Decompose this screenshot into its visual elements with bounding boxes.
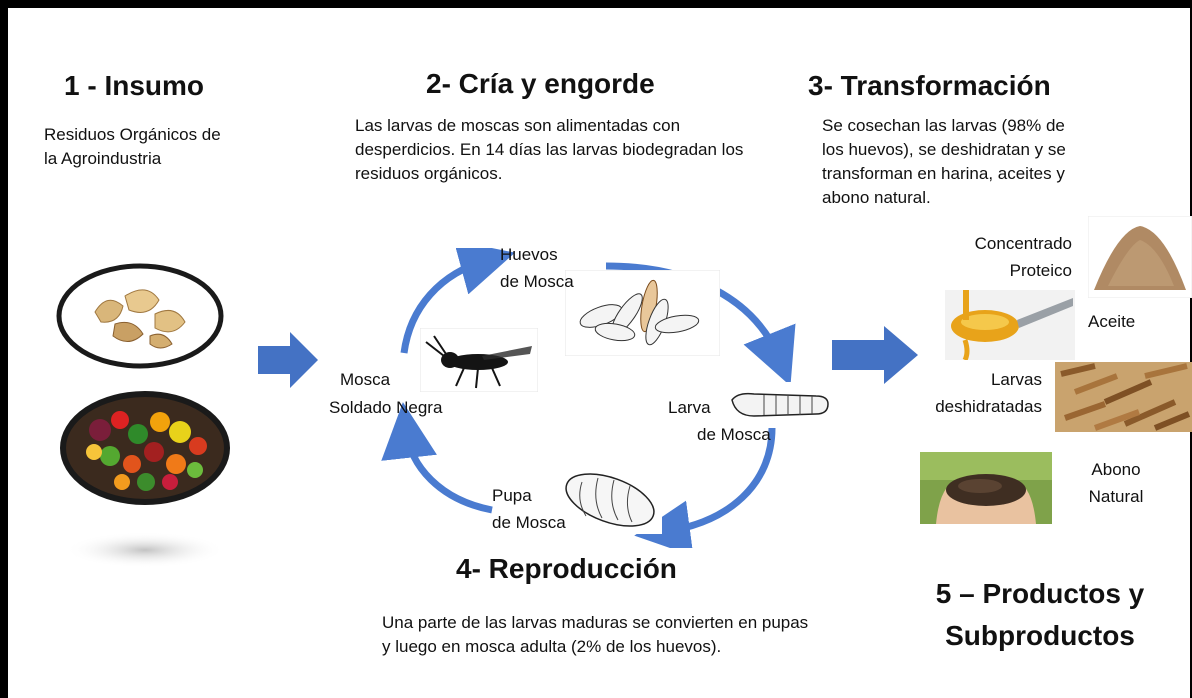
arrow-mosca-to-huevos bbox=[400, 248, 516, 354]
cria-title: 2- Cría y engorde bbox=[426, 68, 655, 99]
reproduccion-text: Una parte de las larvas maduras se convi… bbox=[382, 613, 809, 656]
vegetables-photo bbox=[60, 391, 230, 505]
productos-title-line1: 5 – Productos y bbox=[935, 578, 1145, 609]
concentrado-label-line2: Proteico bbox=[1009, 261, 1072, 280]
arrow-pupa-to-mosca bbox=[381, 402, 493, 514]
oil-spoon-image bbox=[945, 290, 1075, 360]
protein-powder-image bbox=[1088, 216, 1192, 298]
concentrado-label-line1: Concentrado bbox=[974, 234, 1072, 253]
cria-text: Las larvas de moscas son alimentadas con… bbox=[355, 116, 744, 183]
huevos-label-line2: de Mosca bbox=[500, 272, 574, 291]
dried-larvae-image bbox=[1055, 362, 1192, 432]
black-soldier-fly-image bbox=[420, 328, 538, 392]
transformacion-text: Se cosechan las larvas (98% de los huevo… bbox=[822, 116, 1066, 207]
life-cycle-arrows bbox=[381, 248, 796, 548]
abono-label-line1: Abono bbox=[1091, 460, 1141, 479]
abono-label-line2: Natural bbox=[1088, 487, 1144, 506]
shadow-decoration bbox=[65, 532, 225, 568]
pupa-label-line1: Pupa bbox=[492, 486, 532, 505]
aceite-label: Aceite bbox=[1088, 312, 1136, 331]
mosca-label-line2: Soldado Negra bbox=[329, 398, 443, 417]
larva-label-line2: de Mosca bbox=[697, 425, 771, 444]
fly-larva-image bbox=[724, 382, 836, 426]
peels-photo bbox=[56, 263, 224, 369]
fly-eggs-image bbox=[565, 270, 720, 356]
transformacion-title: 3- Transformación bbox=[808, 70, 1051, 101]
mosca-label-line1: Mosca bbox=[340, 370, 391, 389]
right-arrow-2 bbox=[832, 326, 918, 384]
insumo-text: Residuos Orgánicos de la Agroindustria bbox=[44, 125, 221, 168]
arrow-larva-to-pupa bbox=[634, 427, 776, 548]
larvas-label-line2: deshidratadas bbox=[935, 397, 1042, 416]
productos-title-line2: Subproductos bbox=[945, 620, 1135, 651]
reproduccion-title: 4- Reproducción bbox=[456, 553, 677, 584]
fly-pupa-image bbox=[558, 466, 662, 534]
compost-hands-image bbox=[920, 452, 1052, 524]
insumo-title: 1 - Insumo bbox=[64, 70, 205, 101]
right-arrow-1 bbox=[258, 332, 318, 388]
larva-label-line1: Larva bbox=[668, 398, 711, 417]
larvas-label-line1: Larvas bbox=[990, 370, 1042, 389]
pupa-label-line2: de Mosca bbox=[492, 513, 566, 532]
huevos-label-line1: Huevos bbox=[500, 245, 558, 264]
